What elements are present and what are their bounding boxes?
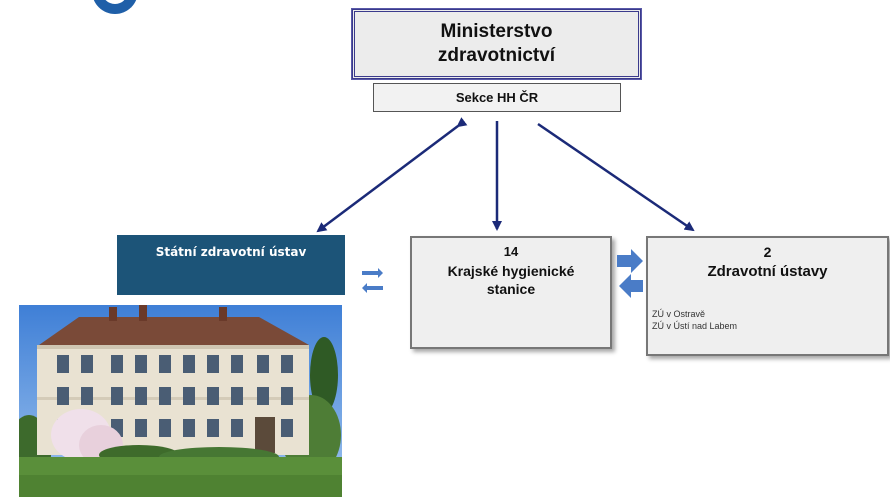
arrow-section-szu: [316, 117, 468, 233]
ministry-title: Ministerstvo zdravotnictví: [437, 21, 556, 66]
zu-number: 2: [763, 244, 772, 260]
khs-number: 14: [503, 244, 519, 259]
exchange-arrows-khs-zu: [617, 249, 643, 298]
szu-box: Státní zdravotní ústav: [117, 235, 345, 295]
ministry-box: Ministerstvo zdravotnictví: [351, 8, 642, 80]
zu-list-item: ZÚ v Ústí nad Labem: [652, 321, 738, 331]
khs-box: 14 Krajské hygienické stanice: [410, 236, 612, 349]
zu-list-item: ZÚ v Ostravě: [652, 309, 706, 319]
building-photo: [19, 305, 342, 497]
building-illustration: [19, 305, 342, 497]
exchange-arrows-szu-khs: [362, 268, 383, 293]
section-label: Sekce HH ČR: [455, 90, 539, 105]
zu-list: ZÚ v Ostravě ZÚ v Ústí nad Labem: [652, 308, 737, 332]
arrow-section-zu: [537, 122, 695, 232]
khs-label: Krajské hygienické stanice: [447, 263, 575, 297]
corner-logo-mark: [92, 0, 138, 14]
szu-label: Státní zdravotní ústav: [155, 245, 307, 259]
section-box: Sekce HH ČR: [373, 83, 621, 112]
zu-box: 2 Zdravotní ústavy ZÚ v Ostravě ZÚ v Úst…: [646, 236, 889, 356]
zu-label: Zdravotní ústavy: [707, 263, 828, 280]
